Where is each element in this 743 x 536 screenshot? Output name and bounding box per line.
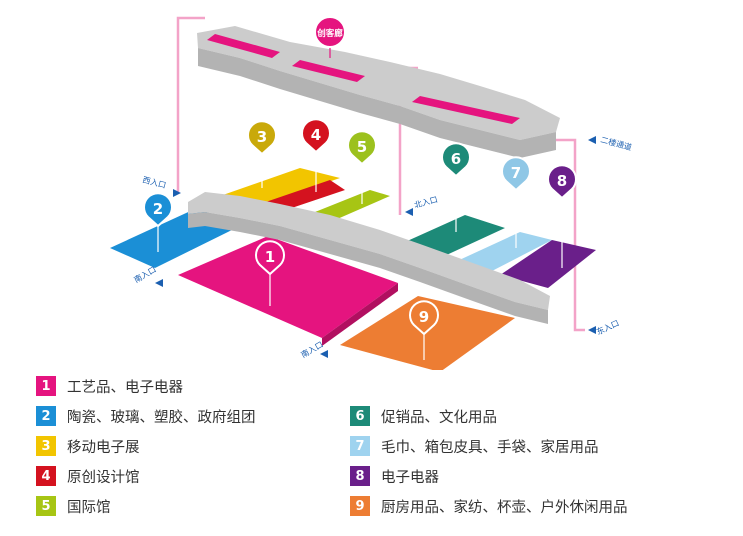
- badge-label: 创客廊: [316, 28, 343, 39]
- legend-item-3: 3 移动电子展: [36, 436, 256, 456]
- legend-label-9: 厨房用品、家纺、杯壶、户外休闲用品: [381, 499, 628, 516]
- legend-item-9: 9 厨房用品、家纺、杯壶、户外休闲用品: [350, 496, 628, 516]
- pin-9-label: 9: [419, 308, 429, 326]
- legend-left: 1 工艺品、电子电器 2 陶瓷、玻璃、塑胶、政府组团 3 移动电子展 4 原创设…: [36, 376, 256, 516]
- pin-9-marker: [409, 300, 439, 336]
- hall-7: [455, 232, 552, 272]
- pin-8-marker: [547, 164, 577, 200]
- pin-lines: [157, 148, 563, 360]
- pin-8-label: 8: [557, 172, 567, 190]
- hall-5: [315, 190, 390, 220]
- hall-1: [178, 236, 398, 338]
- legend-item-4: 4 原创设计馆: [36, 466, 256, 486]
- legend-item-7: 7 毛巾、箱包皮具、手袋、家居用品: [350, 436, 628, 456]
- pin-1[interactable]: 1: [255, 240, 285, 276]
- legend-item-1: 1 工艺品、电子电器: [36, 376, 256, 396]
- legend-label-8: 电子电器: [381, 469, 439, 486]
- legend-item-6: 6 促销品、文化用品: [350, 406, 628, 426]
- pin-2[interactable]: 2: [143, 192, 173, 228]
- pin-6[interactable]: 6: [441, 142, 471, 178]
- legend-item-5: 5 国际馆: [36, 496, 256, 516]
- pin-9[interactable]: 9: [409, 300, 439, 336]
- south-arrow-icon-2: [320, 350, 328, 358]
- pin-2-marker: [143, 192, 173, 228]
- legend-label-2: 陶瓷、玻璃、塑胶、政府组团: [67, 409, 256, 426]
- east-entrance: 东入口: [588, 318, 621, 337]
- legend-number-5: 5: [36, 496, 56, 516]
- south-arrow-icon-1: [155, 279, 163, 287]
- legend-item-8: 8 电子电器: [350, 466, 628, 486]
- upper-corridor: [197, 26, 560, 158]
- pin-5-marker: [347, 130, 377, 166]
- west-arrow-icon: [173, 189, 181, 197]
- second-floor-passage: 二楼通道: [588, 134, 633, 152]
- pin-8[interactable]: 8: [547, 164, 577, 200]
- pin-7-marker: [501, 156, 531, 192]
- maker-gallery-badge[interactable]: 创客廊: [314, 16, 346, 58]
- legend-label-1: 工艺品、电子电器: [67, 379, 183, 396]
- badge-circle: [314, 16, 346, 48]
- hall-8: [500, 240, 596, 288]
- legend-number-2: 2: [36, 406, 56, 426]
- second-floor-arrow-icon: [588, 136, 596, 144]
- legend-label-4: 原创设计馆: [67, 469, 140, 486]
- pin-6-label: 6: [451, 150, 461, 168]
- west-entrance-label: 西入口: [141, 175, 167, 190]
- south-entrance-label-2: 南入口: [299, 339, 325, 360]
- legend-right: 6 促销品、文化用品 7 毛巾、箱包皮具、手袋、家居用品 8 电子电器 9 厨房…: [350, 406, 628, 516]
- pin-1-marker: [255, 240, 285, 276]
- pin-3-label: 3: [257, 128, 267, 146]
- legend-number-9: 9: [350, 496, 370, 516]
- south-entrance-1: 南入口: [132, 264, 163, 287]
- legend-number-6: 6: [350, 406, 370, 426]
- legend-number-1: 1: [36, 376, 56, 396]
- pin-4-label: 4: [311, 126, 321, 144]
- legend-item-2: 2 陶瓷、玻璃、塑胶、政府组团: [36, 406, 256, 426]
- pin-7[interactable]: 7: [501, 156, 531, 192]
- hall-3: [220, 168, 340, 206]
- pin-4[interactable]: 4: [301, 118, 331, 154]
- east-entrance-label: 东入口: [595, 318, 621, 337]
- legend-number-7: 7: [350, 436, 370, 456]
- pin-2-label: 2: [153, 200, 163, 218]
- hall-6: [405, 215, 505, 258]
- floor-plan-map: 1 2 3 4 5 6 7 8 9 创客廊 西入口 北入口 南入口 南入口 东入…: [110, 16, 633, 370]
- legend-number-3: 3: [36, 436, 56, 456]
- second-floor-label: 二楼通道: [599, 134, 632, 152]
- pin-7-label: 7: [511, 164, 521, 182]
- hall-1-side: [322, 283, 398, 346]
- legend-number-8: 8: [350, 466, 370, 486]
- south-entrance-label-1: 南入口: [132, 264, 158, 285]
- pin-6-marker: [441, 142, 471, 178]
- pin-4-marker: [301, 118, 331, 154]
- legend-label-6: 促销品、文化用品: [381, 409, 497, 426]
- pin-5-label: 5: [357, 138, 367, 156]
- pin-3-marker: [247, 120, 277, 156]
- north-entrance: 北入口: [405, 195, 439, 216]
- pin-3[interactable]: 3: [247, 120, 277, 156]
- legend-number-4: 4: [36, 466, 56, 486]
- legend-label-3: 移动电子展: [67, 439, 140, 456]
- north-arrow-icon: [405, 208, 413, 216]
- pin-1-label: 1: [265, 248, 275, 266]
- ground-corridor: [188, 192, 550, 324]
- north-entrance-label: 北入口: [413, 195, 439, 210]
- legend-label-5: 国际馆: [67, 499, 111, 516]
- pin-5[interactable]: 5: [347, 130, 377, 166]
- east-arrow-icon: [588, 326, 596, 334]
- legend-label-7: 毛巾、箱包皮具、手袋、家居用品: [381, 439, 599, 456]
- hall-9: [340, 296, 515, 370]
